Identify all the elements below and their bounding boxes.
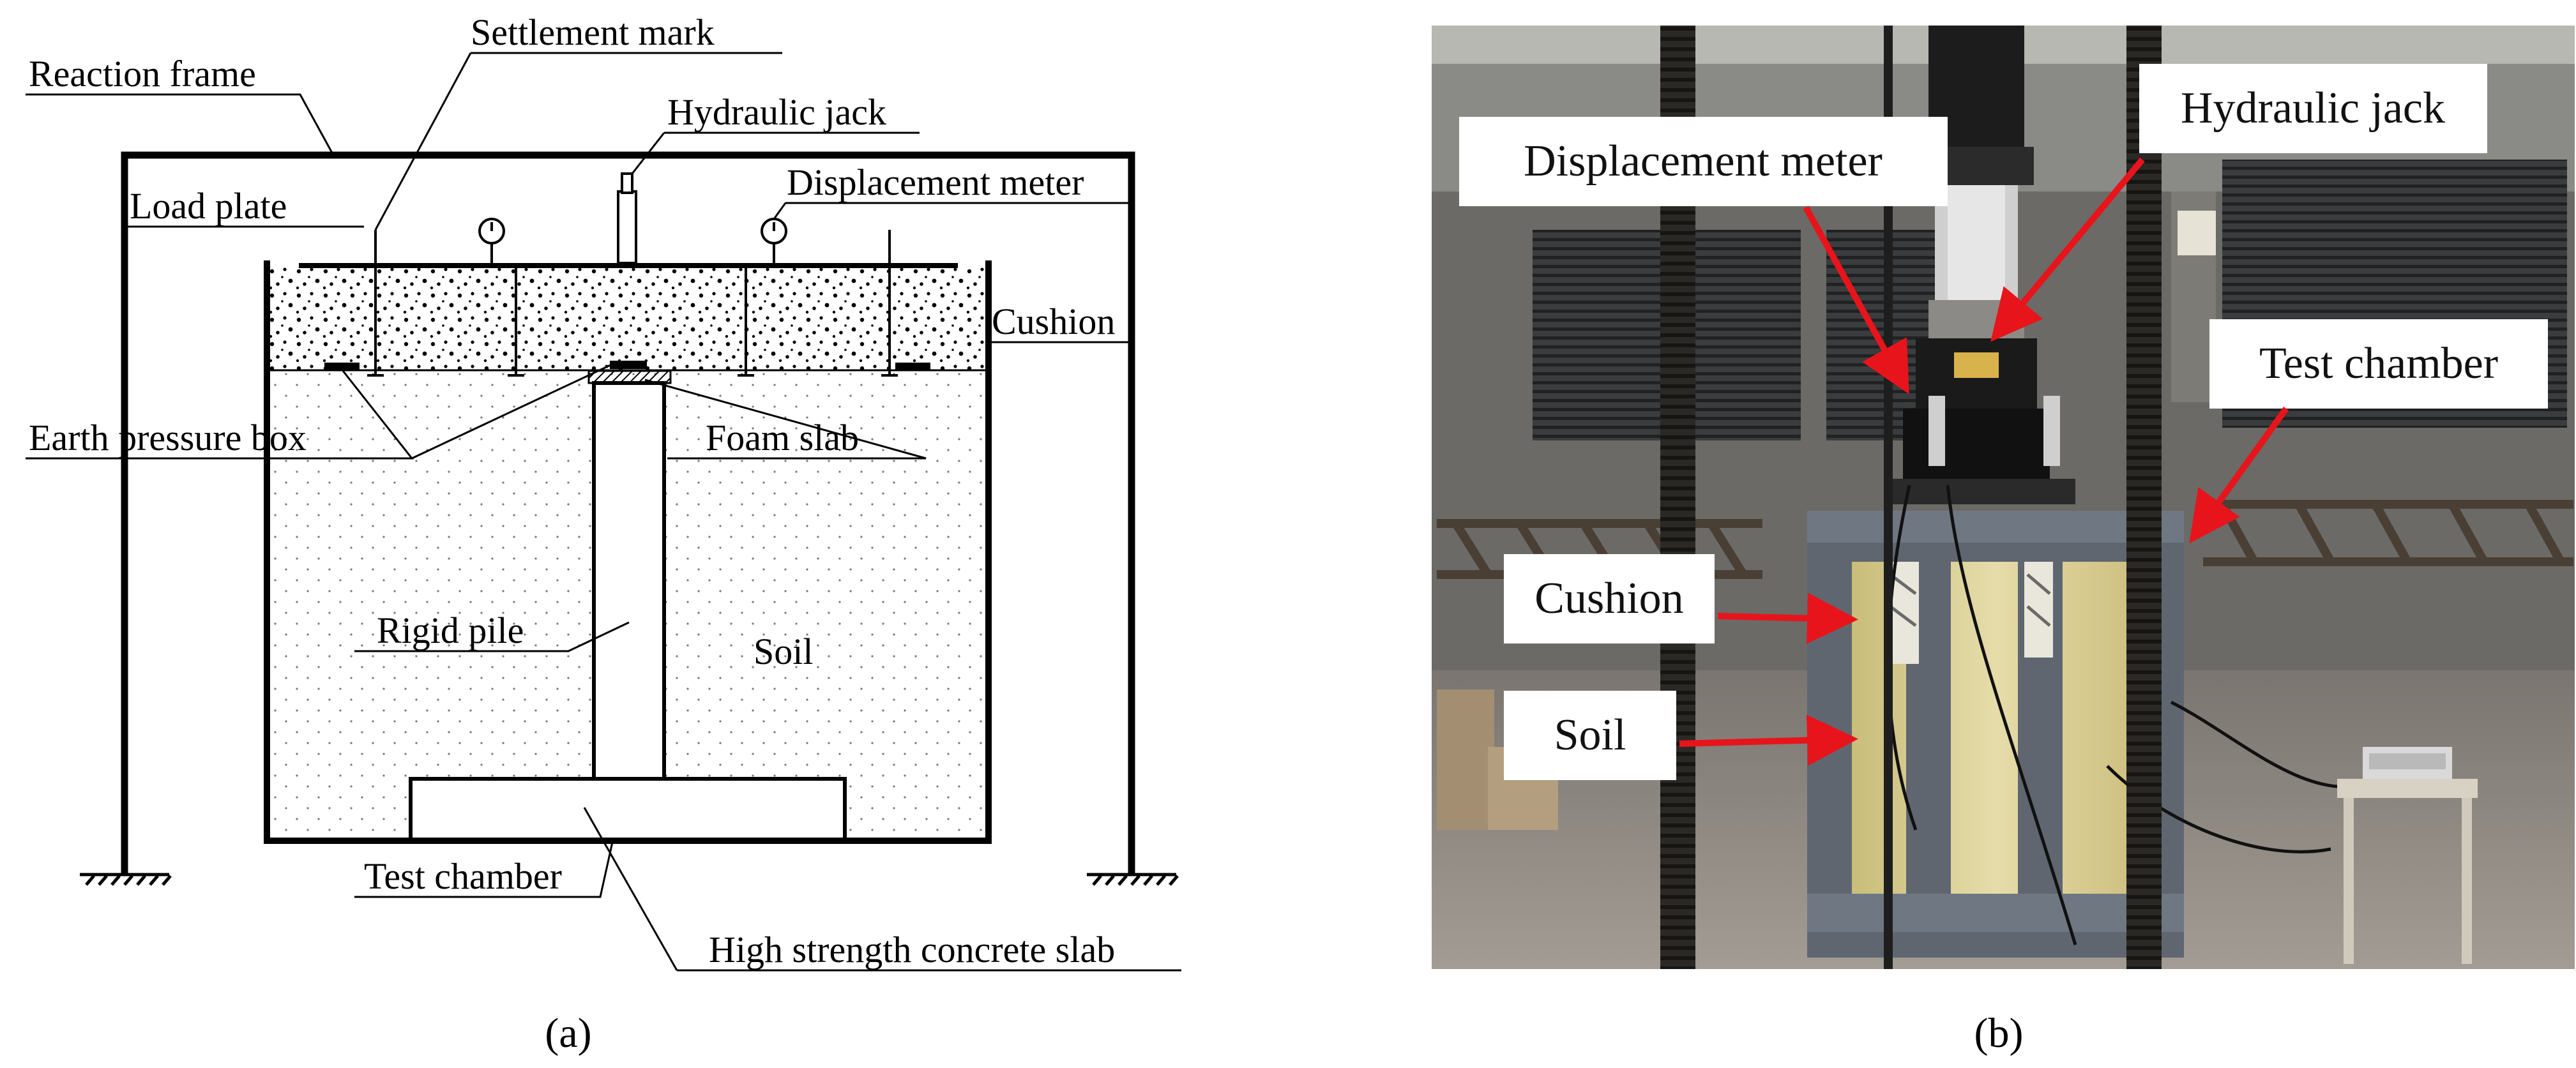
label-hydraulic-jack: Hydraulic jack [667,91,886,133]
panel-a-schematic: Settlement mark Reaction frame Hydraulic… [26,11,1181,1057]
caption-a: (a) [545,1010,591,1057]
settlement-marks [367,230,898,377]
photo-label-soil: Soil [1554,711,1626,760]
rigid-pile [592,381,666,781]
photo-label-box-hydraulic-jack [2139,64,2487,153]
earth-pressure-boxes [324,361,930,371]
caption-b: (b) [1974,1010,2024,1057]
label-test-chamber: Test chamber [364,855,562,897]
label-earth-pressure-box: Earth pressure box [29,417,307,458]
photo-label-test-chamber: Test chamber [2259,339,2498,388]
cushion-layer [267,267,989,370]
photo-label-box-test-chamber [2209,319,2548,409]
label-displacement-meter: Displacement meter [787,162,1084,203]
photo-label-box-cushion [1504,554,1715,643]
concrete-slab [409,777,847,841]
reaction-frame [121,151,1135,875]
hydraulic-jack [617,172,637,264]
label-soil: Soil [754,631,814,672]
label-cushion: Cushion [992,301,1115,342]
ground-support-left [80,873,172,886]
photo-label-displacement-meter: Displacement meter [1524,137,1883,186]
test-chamber [264,260,992,844]
displacement-meter-left [478,218,505,263]
label-rigid-pile: Rigid pile [377,610,524,651]
label-high-strength-concrete-slab: High strength concrete slab [709,929,1115,970]
foam-slab [587,370,672,384]
displacement-meter-right [761,218,787,263]
label-load-plate: Load plate [130,185,287,227]
label-reaction-frame: Reaction frame [29,53,256,94]
label-foam-slab: Foam slab [706,417,859,458]
annotation-arrows [1679,157,2289,766]
label-settlement-mark: Settlement mark [471,11,715,53]
photo-label-box-soil [1504,691,1676,780]
photo-label-cushion: Cushion [1534,574,1683,623]
ground-support-right [1087,873,1179,886]
photo-label-hydraulic-jack: Hydraulic jack [2181,84,2445,133]
photo-label-box-displacement-meter [1459,117,1948,206]
panel-b-photo: Hydraulic jack Displacement meter Test c… [1432,26,2575,1057]
photo-scene [1432,26,2575,969]
leader-lines [26,52,1181,972]
